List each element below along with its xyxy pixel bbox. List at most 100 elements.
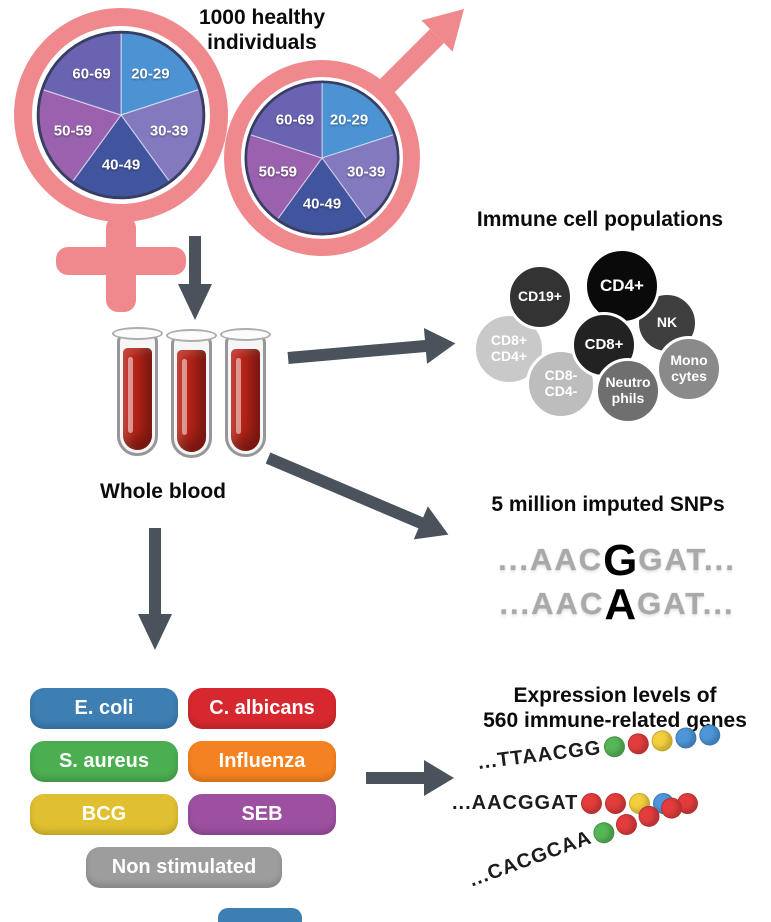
pie-chart-svg	[36, 30, 206, 200]
cutoff-blue-box	[218, 908, 302, 922]
expression-bead	[635, 802, 663, 830]
stimulus-label: Influenza	[218, 750, 306, 772]
age-label: 60-69	[72, 65, 111, 83]
expression-bead	[698, 723, 722, 747]
arrow-to-snps-icon	[265, 452, 449, 540]
expression-bead	[605, 793, 627, 814]
cell-label: CD8+ CD4+	[490, 332, 528, 364]
snp-seq1-post: GAT...	[638, 542, 736, 577]
tube-blood	[177, 350, 206, 452]
stimulus-label: SEB	[241, 803, 283, 825]
age-label: 50-59	[258, 163, 298, 181]
cell-circle-monocytes: Mono cytes	[656, 336, 722, 402]
pie-outline	[244, 80, 400, 236]
snp-sequence-1: ...AACGGAT...	[452, 536, 771, 586]
age-label: 40-49	[101, 156, 141, 174]
cell-label: CD4+	[600, 276, 644, 296]
stimulus-bcg: BCG	[30, 794, 178, 835]
female-symbol-crossbar	[56, 247, 186, 275]
snp-seq2-post: GAT...	[637, 586, 735, 621]
snp-seq1-variant: G	[603, 536, 639, 585]
tube-rim	[166, 329, 217, 342]
male-age-pie-chart: 20-29 30-39 40-49 50-59 60-69	[242, 78, 402, 238]
cell-label: CD19+	[518, 288, 562, 305]
snp-sequence-2: ...AACAGAT...	[452, 580, 771, 630]
expression-bead	[602, 735, 627, 759]
tube-rim	[220, 328, 271, 341]
immune-populations-title: Immune cell populations	[476, 208, 724, 231]
gene-sequence: ...TTAACGG	[476, 736, 603, 774]
stimulus-ecoli: E. coli	[30, 688, 178, 729]
expression-title: Expression levels of 560 immune-related …	[460, 684, 770, 734]
male-arrow-shaft	[380, 29, 444, 93]
tube-shine	[128, 357, 133, 433]
snp-seq2-variant: A	[604, 580, 638, 629]
cell-circle-neutrophils: Neutro phils	[595, 358, 661, 424]
tube-blood	[123, 348, 152, 450]
study-title-line2: individuals	[207, 30, 317, 54]
blood-test-tube	[166, 329, 217, 458]
arrow-down-to-stimuli-icon	[138, 528, 172, 650]
arrow-shape	[265, 452, 449, 540]
arrow-down-to-blood-icon	[178, 236, 212, 320]
female-age-pie-chart: 20-29 30-39 40-49 50-59 60-69	[34, 28, 208, 202]
pie-outline	[36, 30, 206, 200]
expression-bead	[612, 811, 640, 839]
age-label: 20-29	[329, 111, 369, 129]
expression-bead	[650, 729, 674, 753]
expression-title-line1: Expression levels of	[513, 684, 717, 707]
pie-chart-svg	[244, 80, 400, 236]
cell-label: CD8- CD4-	[544, 367, 578, 399]
tube-glass	[171, 334, 212, 458]
tube-glass	[117, 332, 158, 456]
stimulus-label: S. aureus	[58, 750, 150, 772]
study-title-line1: 1000 healthy	[198, 6, 326, 29]
arrow-shape	[366, 760, 454, 796]
age-label: 50-59	[53, 122, 93, 140]
expression-bead	[590, 819, 618, 847]
age-label: 60-69	[275, 111, 315, 129]
stimulus-label: BCG	[81, 803, 127, 825]
stimulus-label: Non stimulated	[111, 856, 257, 878]
snp-seq2-pre: ...AAC	[499, 586, 605, 621]
stimulus-label: C. albicans	[209, 697, 315, 719]
expression-bead	[626, 732, 651, 756]
cell-label: Neutro phils	[605, 374, 651, 406]
tube-glass	[225, 333, 266, 457]
stimulus-influenza: Influenza	[188, 741, 336, 782]
blood-test-tube	[220, 328, 271, 457]
male-symbol-arrow	[380, 9, 464, 93]
arrow-to-immune-cells-icon	[287, 328, 456, 364]
cell-circle-cd19: CD19+	[507, 264, 573, 330]
cell-label: NK	[656, 314, 678, 331]
arrow-to-expression-icon	[366, 760, 454, 796]
expression-bead	[581, 793, 603, 814]
snp-seq1-pre: ...AAC	[498, 542, 604, 577]
snps-title: 5 million imputed SNPs	[491, 493, 725, 516]
arrow-shape	[138, 528, 172, 650]
tube-rim	[112, 327, 163, 340]
age-label: 20-29	[131, 65, 170, 83]
age-label: 40-49	[302, 195, 342, 213]
age-label: 30-39	[149, 122, 189, 140]
age-label: 30-39	[346, 163, 386, 181]
cell-circle-cd4: CD4+	[584, 248, 660, 324]
tube-shine	[236, 358, 241, 434]
blood-test-tube	[112, 327, 163, 456]
stimulus-calbicans: C. albicans	[188, 688, 336, 729]
gene-sequence: ...AACGGAT	[452, 792, 579, 814]
arrow-shape	[178, 236, 212, 320]
male-arrow-head	[421, 9, 464, 52]
tube-blood	[231, 349, 260, 451]
stimulus-label: E. coli	[74, 697, 134, 719]
stimulus-saureus: S. aureus	[30, 741, 178, 782]
tube-shine	[182, 359, 187, 435]
study-title: 1000 healthy individuals	[182, 6, 342, 56]
cell-label: CD8+	[584, 335, 624, 353]
whole-blood-label: Whole blood	[100, 480, 226, 503]
expression-title-line2: 560 immune-related genes	[483, 708, 747, 732]
expression-bead	[674, 726, 698, 750]
arrow-shape	[287, 328, 456, 364]
stimulus-non-stimulated: Non stimulated	[86, 847, 282, 888]
